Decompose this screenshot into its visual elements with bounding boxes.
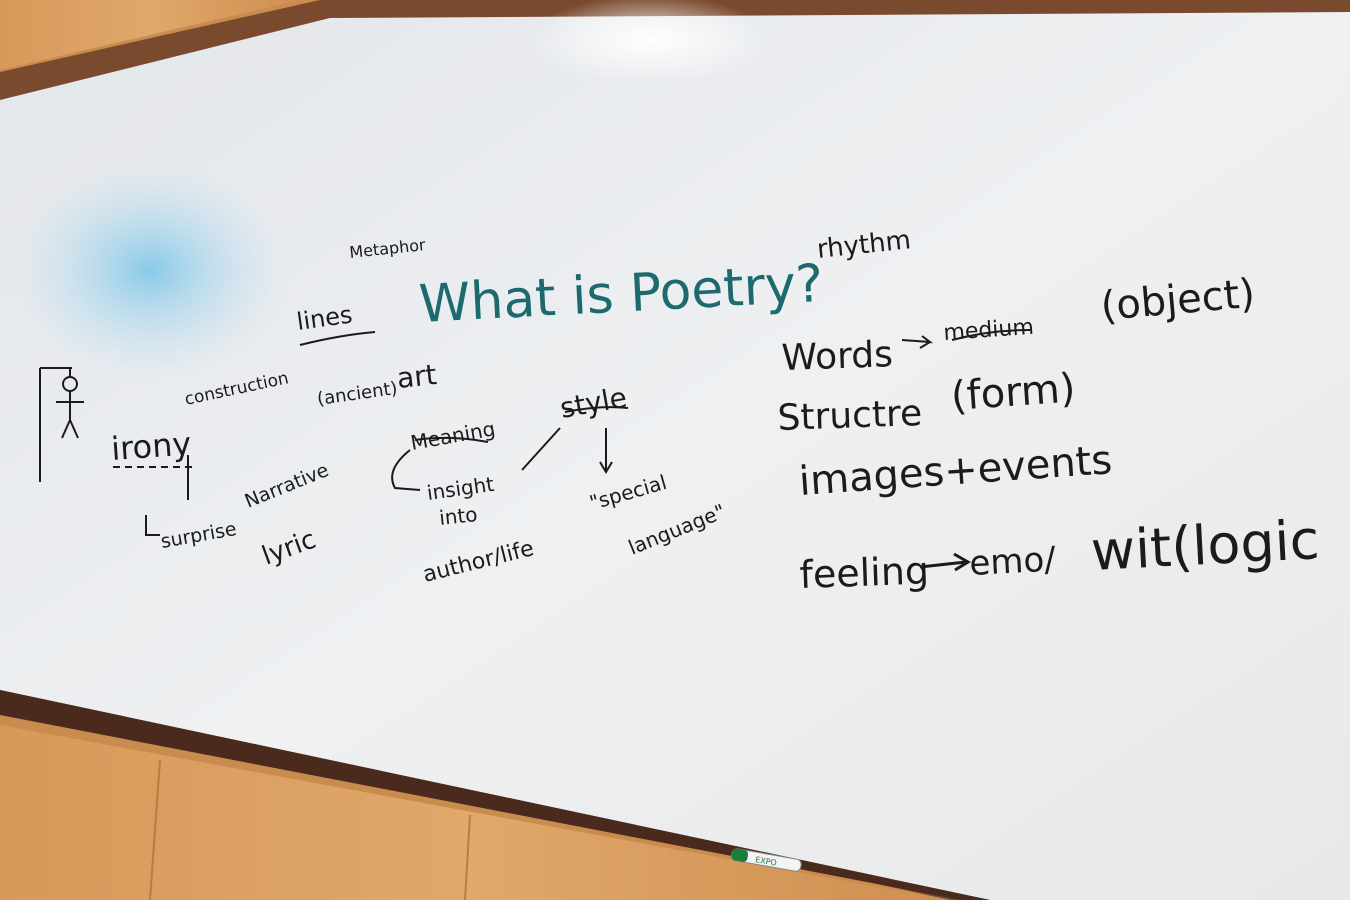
whiteboard-surface <box>0 12 1350 900</box>
feeling-arrow <box>919 560 967 569</box>
wood-panel-top <box>0 0 300 70</box>
marker-label: EXPO <box>755 855 778 868</box>
term-form: (form) <box>949 365 1076 420</box>
term-wit-logic: wit(logic <box>1089 508 1320 583</box>
feeling-arrowhead <box>953 552 971 572</box>
term-art: art <box>395 358 438 395</box>
term-emo: emo/ <box>968 539 1057 583</box>
wood-seam <box>149 759 161 900</box>
light-glare <box>530 0 770 85</box>
marker-tray <box>0 690 990 900</box>
term-into: into <box>438 502 479 530</box>
term-feeling: feeling <box>799 549 930 597</box>
hangman-drawing <box>39 367 84 482</box>
wood-seam <box>464 814 471 900</box>
term-structure: Structre <box>777 393 923 439</box>
term-irony: irony <box>110 424 193 467</box>
term-words: Words <box>781 334 894 379</box>
blue-reflection <box>10 160 290 380</box>
wood-panel-bottom <box>0 725 950 900</box>
diagram-lines <box>113 329 1031 536</box>
expo-marker: EXPO <box>731 848 802 872</box>
